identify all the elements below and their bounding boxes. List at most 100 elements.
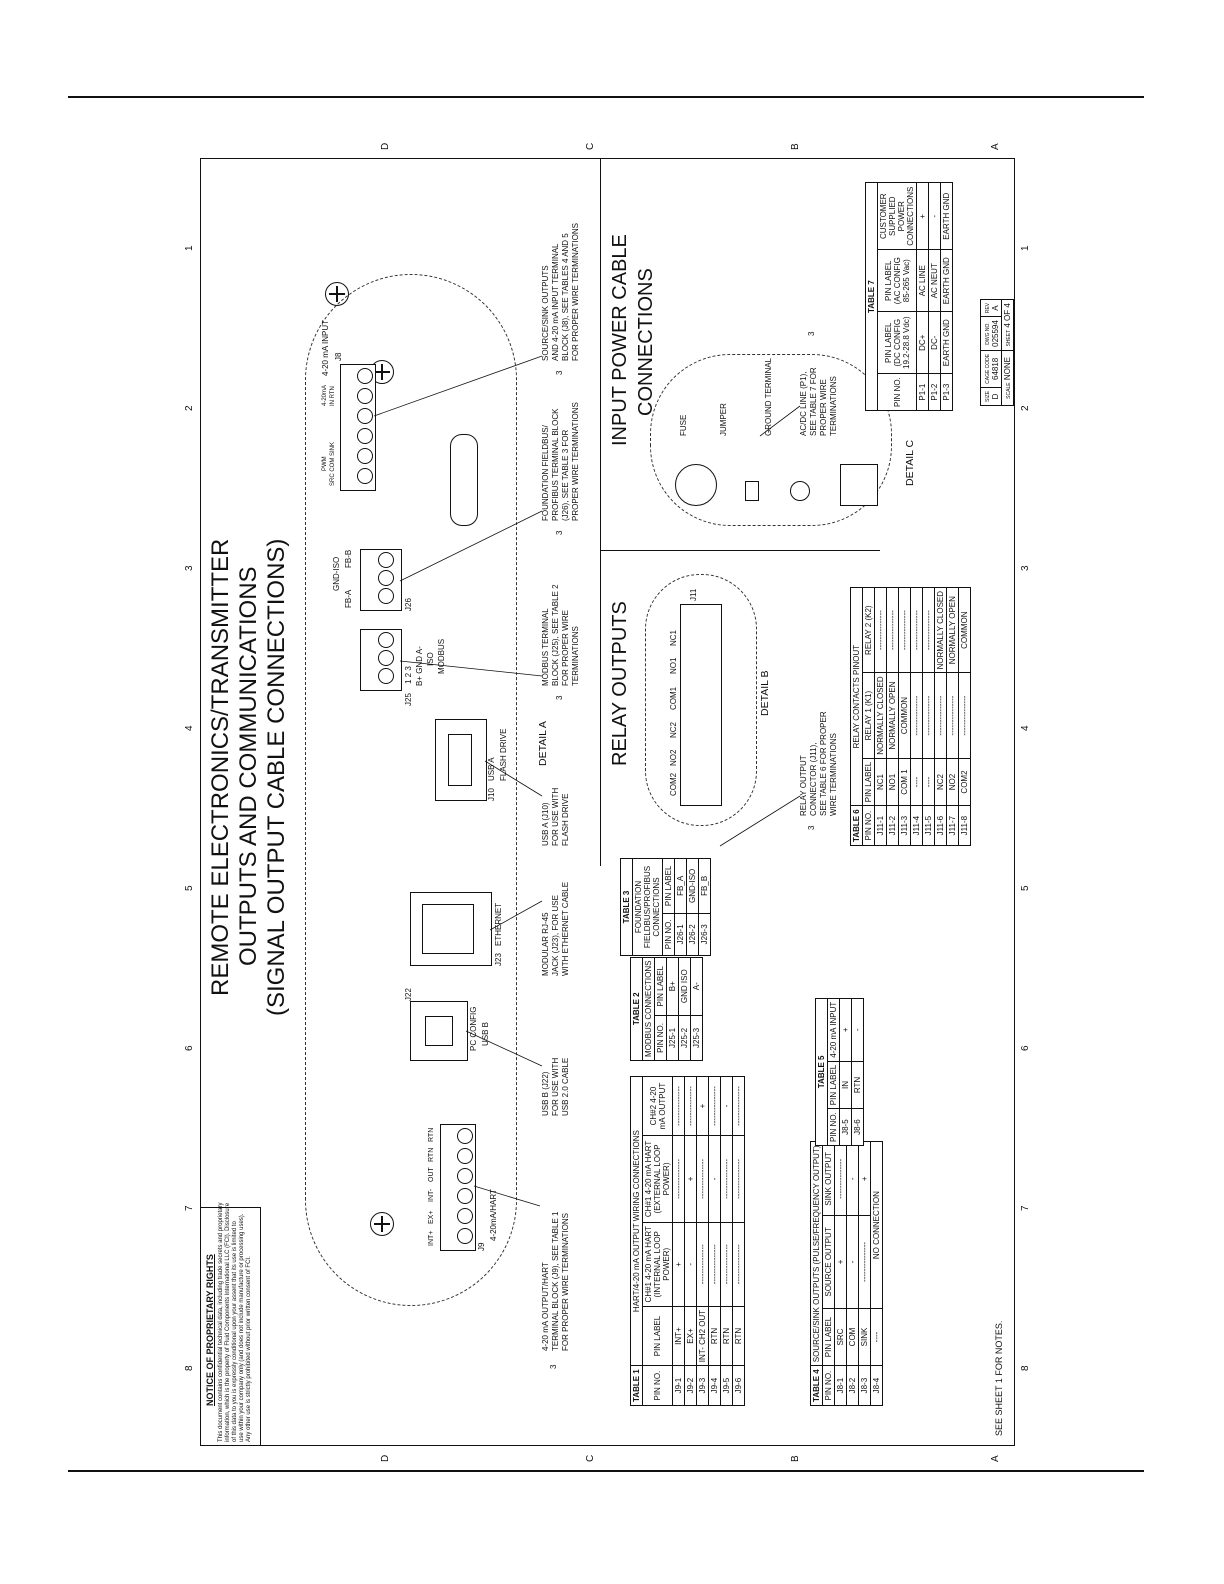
callout-j23-line-3: WITH ETHERNET CABLE: [561, 881, 570, 976]
table-cell: NO CONNECTION: [870, 1141, 883, 1309]
table-cell: RTN: [708, 1306, 721, 1366]
callout-j25-line-2: BLOCK (J25), SEE TABLE 2: [551, 584, 560, 686]
table5-caption: TABLE 5: [815, 998, 828, 1146]
table2-title: MODBUS CONNECTIONS: [642, 957, 655, 1061]
table-cell: NORMALLY OPEN: [946, 587, 959, 673]
table-cell: COMMON: [958, 587, 971, 673]
table4-title: SOURCE/SINK OUTPUTS (PULSE/FREQUENCY OUT…: [810, 1141, 823, 1366]
j11-ref: J11: [689, 588, 698, 601]
table6-col-relay1: RELAY 1 (K1): [862, 672, 875, 759]
callout-j9-line-1: 4-20 mA OUTPUT/HART: [541, 1262, 550, 1351]
tb-scale-value: NONE: [1003, 357, 1012, 381]
power-title-2: CONNECTIONS: [635, 268, 657, 416]
table1-caption: TABLE 1: [630, 1365, 643, 1406]
table-cell: J26-1: [674, 913, 687, 956]
tb-scale-label: SCALE: [1006, 382, 1012, 399]
table-cell: +: [696, 1076, 709, 1136]
callout-p1-line-1: AC/DC LINE (P1),: [799, 371, 808, 436]
callout-j25-triangle: 3: [555, 695, 564, 700]
table-cell: ---------------: [874, 587, 887, 673]
table-cell: ----: [870, 1308, 883, 1366]
callout-j25-line-4: TERMINATIONS: [571, 626, 580, 686]
callout-p1-line-2: SEE TABLE 7 FOR: [809, 367, 818, 436]
zone-top-d: D: [380, 1454, 391, 1462]
table-cell: EARTH GND: [940, 249, 953, 312]
j11-pin-com2: COM2: [669, 772, 678, 796]
table5-col-input: 4-20 mA INPUT: [827, 998, 840, 1062]
table-cell: P1-3: [940, 373, 953, 411]
callout-j25-line-3: FOR PROPER WIRE: [561, 609, 570, 686]
table-cell: +: [916, 182, 929, 250]
table-cell: ---------------: [732, 1135, 745, 1223]
zone-num-2: 2: [184, 405, 195, 411]
callout-p1-triangle: 3: [807, 331, 816, 336]
zone-num-3b: 3: [1020, 565, 1031, 571]
callout-p1-line-3: PROPER WIRE: [819, 379, 828, 436]
callout-j23-line-2: JACK (J23), FOR USE: [551, 895, 560, 976]
table-cell: RTN: [851, 1061, 864, 1109]
j11-pin-nc2: NC2: [669, 721, 678, 738]
zone-num-6: 6: [184, 1045, 195, 1051]
callout-j26-triangle: 3: [555, 530, 564, 535]
table-cell: COM2: [958, 758, 971, 806]
table-cell: ---------------: [922, 672, 935, 759]
tb-sheet: SHEET 4 OF 4: [1001, 299, 1014, 351]
table6-col-pin: PIN NO.: [862, 805, 875, 846]
table-cell: NC1: [874, 758, 887, 806]
table-cell: ---------------: [898, 587, 911, 673]
zone-num-1: 1: [184, 245, 195, 251]
table-cell: ---------------: [684, 1076, 697, 1136]
table-cell: J26-2: [686, 913, 699, 956]
table-cell: DC+: [916, 311, 929, 374]
table-7: TABLE 7 PIN NO. PIN LABEL (DC CONFIG 19.…: [865, 182, 953, 411]
callout-j26-line-4: PROPER WIRE TERMINATIONS: [571, 402, 580, 521]
table-cell: NO1: [886, 758, 899, 806]
table-cell: ---------------: [696, 1222, 709, 1307]
table-cell: +: [839, 998, 852, 1062]
rotated-drawing: D C B A D C B A 8 7 6 5 4 3 2 1 8 7 6 5 …: [184, 143, 1031, 1462]
jumper-icon: [745, 481, 759, 501]
table-cell: NC2: [934, 758, 947, 806]
table-4: TABLE 4 SOURCE/SINK OUTPUTS (PULSE/FREQU…: [810, 1141, 883, 1406]
table-cell: ---------------: [934, 672, 947, 759]
table-cell: A-: [690, 957, 703, 1016]
zone-num-2b: 2: [1020, 405, 1031, 411]
callout-j11-line-4: WIRE TERMINATIONS: [829, 733, 838, 816]
table-cell: ---------------: [708, 1222, 721, 1307]
table-cell: NORMALLY CLOSED: [934, 587, 947, 673]
table1-col-ch1-int: CH#1 4-20 mA HART (INTERNAL LOOP POWER): [642, 1222, 673, 1307]
table-cell: J11-6: [934, 805, 947, 846]
table-cell: INT- CH2 OUT: [696, 1306, 709, 1366]
table-cell: EARTH GND: [940, 311, 953, 374]
table-cell: -: [684, 1222, 697, 1307]
table-cell: J9-6: [732, 1365, 745, 1406]
table-cell: DC-: [928, 311, 941, 374]
table-cell: ---------------: [720, 1135, 733, 1223]
table-cell: J11-7: [946, 805, 959, 846]
table-2: TABLE 2 MODBUS CONNECTIONS PIN NO.PIN LA…: [630, 956, 703, 1061]
zone-num-3: 3: [184, 565, 195, 571]
j11-pin-no1: NO1: [669, 657, 678, 674]
j11-relay-connector: [680, 604, 722, 806]
table2-caption: TABLE 2: [630, 957, 643, 1061]
table-cell: J8-5: [839, 1108, 852, 1146]
table-cell: ---------------: [922, 587, 935, 673]
table3-caption: TABLE 3: [620, 858, 633, 956]
relay-title: RELAY OUTPUTS: [609, 601, 631, 766]
table-cell: J9-4: [708, 1365, 721, 1406]
table-cell: ---------------: [696, 1135, 709, 1223]
table4-caption: TABLE 4: [810, 1365, 823, 1406]
ground-terminal-icon: [790, 481, 810, 501]
table-cell: INT+: [672, 1306, 685, 1366]
table3-col-label: PIN LABEL: [662, 858, 675, 914]
p1-power-connector: [840, 464, 878, 506]
table-cell: J9-1: [672, 1365, 685, 1406]
